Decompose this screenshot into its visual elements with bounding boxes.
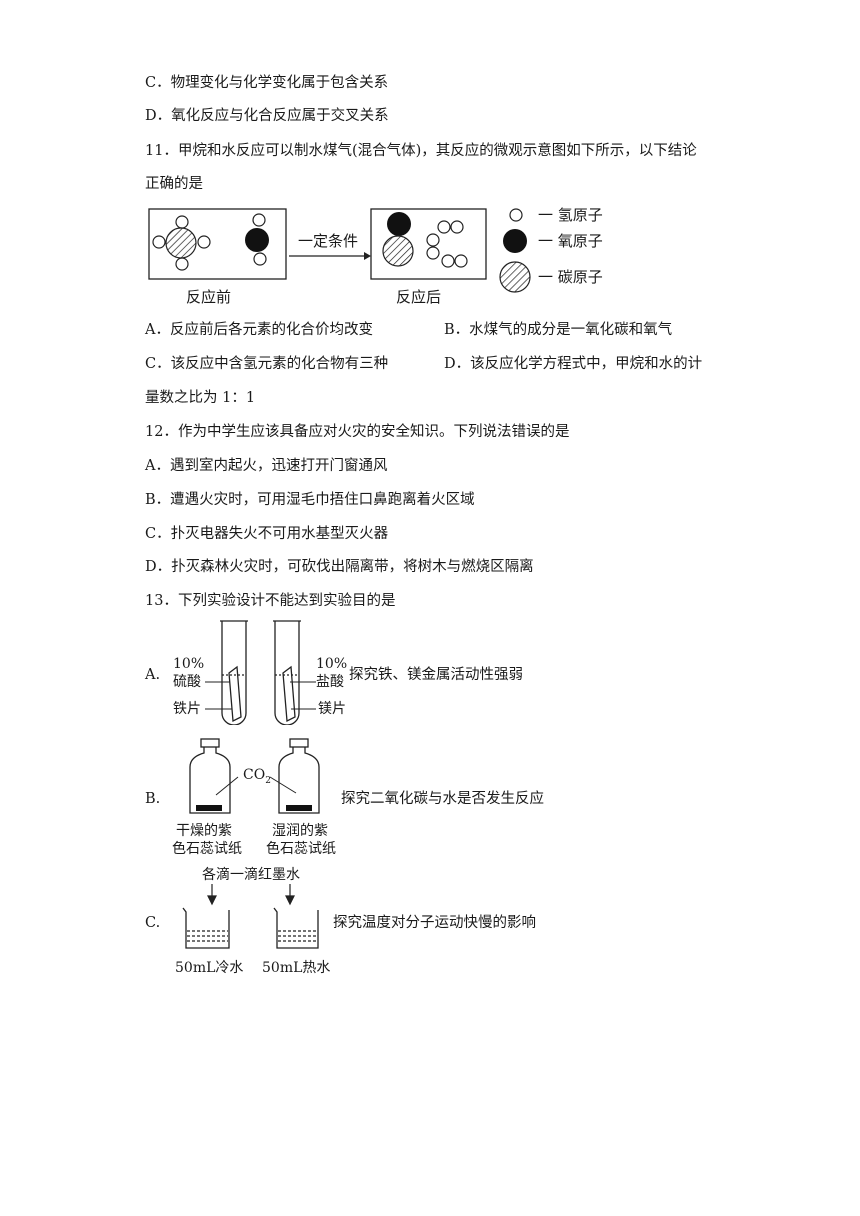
after-label: 反应后 [396, 288, 442, 306]
before-label: 反应前 [186, 288, 232, 306]
right-concentration: 10% [316, 656, 348, 672]
ink-drop-label: 各滴一滴红墨水 [202, 867, 300, 883]
hydrogen-molecules [426, 220, 468, 268]
q11-option-b: B．水煤气的成分是一氧化碳和氧气 [444, 322, 673, 338]
q13-option-b-letter: B. [145, 791, 161, 807]
experiment-a-figure [205, 620, 316, 725]
co-molecule [382, 212, 414, 267]
experiment-b-figure [189, 738, 320, 814]
q12-option-d: D．扑灭森林火灾时，可砍伐出隔离带，将树木与燃烧区隔离 [145, 559, 534, 575]
q13-option-c-desc: 探究温度对分子运动快慢的影响 [333, 915, 536, 931]
right-test-tube [273, 620, 301, 725]
q11-option-c: C．该反应中含氢元素的化合物有三种 [145, 356, 389, 372]
experiment-c-figure [182, 884, 319, 949]
q11-option-d-cont: 量数之比为 1：1 [145, 390, 256, 406]
dry-paper-label-2: 色石蕊试纸 [172, 841, 242, 857]
legend-carbon-icon [499, 261, 531, 293]
q12-option-a: A．遇到室内起火，迅速打开门窗通风 [145, 458, 388, 474]
q11-option-a: A．反应前后各元素的化合价均改变 [145, 322, 373, 338]
wet-paper-label-2: 色石蕊试纸 [266, 841, 336, 857]
right-metal: 镁片 [318, 701, 346, 717]
q13-stem: 13．下列实验设计不能达到实验目的是 [145, 593, 396, 609]
q12-option-c: C．扑灭电器失火不可用水基型灭火器 [145, 526, 389, 542]
q11-stem-line2: 正确的是 [145, 176, 203, 192]
q12-option-b: B．遭遇火灾时，可用湿毛巾捂住口鼻跑离着火区域 [145, 492, 475, 508]
legend-oxygen-icon [503, 229, 527, 253]
right-gas-bottle [278, 738, 320, 814]
cold-water-label: 50mL冷水 [175, 960, 244, 976]
q12-stem: 12．作为中学生应该具备应对火灾的安全知识。下列说法错误的是 [145, 424, 570, 440]
co2-label: CO2 [243, 767, 271, 786]
q13-option-c-letter: C. [145, 915, 161, 931]
cold-water-beaker [182, 907, 230, 949]
left-concentration: 10% [173, 656, 205, 672]
q13-option-a-letter: A. [145, 667, 161, 683]
left-metal: 铁片 [173, 701, 201, 717]
hot-water-beaker [273, 907, 319, 949]
right-acid: 盐酸 [316, 674, 344, 690]
left-acid: 硫酸 [173, 674, 201, 690]
q13-option-a-desc: 探究铁、镁金属活动性强弱 [349, 667, 523, 683]
legend-carbon: 一 碳原子 [538, 268, 603, 286]
q10-option-c: C．物理变化与化学变化属于包含关系 [145, 75, 389, 91]
methane-molecule [152, 215, 211, 271]
reaction-diagram [148, 208, 531, 293]
before-box [148, 208, 287, 280]
legend-hydrogen-icon [509, 208, 523, 222]
q11-stem-line1: 11．甲烷和水反应可以制水煤气(混合气体)，其反应的微观示意图如下所示，以下结论 [145, 143, 697, 159]
legend-oxygen: 一 氧原子 [538, 232, 603, 250]
wet-paper-label-1: 湿润的紫 [272, 823, 328, 839]
left-gas-bottle [189, 738, 231, 814]
q13-option-b-desc: 探究二氧化碳与水是否发生反应 [341, 791, 544, 807]
q10-option-d: D．氧化反应与化合反应属于交叉关系 [145, 108, 389, 124]
reaction-condition: 一定条件 [298, 232, 359, 250]
left-test-tube [220, 620, 248, 725]
after-box [370, 208, 487, 280]
hot-water-label: 50mL热水 [262, 960, 331, 976]
legend-hydrogen: 一 氢原子 [538, 206, 603, 224]
dry-paper-label-1: 干燥的紫 [176, 823, 232, 839]
water-molecule [245, 213, 269, 266]
q11-option-d: D．该反应化学方程式中，甲烷和水的计 [444, 356, 703, 372]
